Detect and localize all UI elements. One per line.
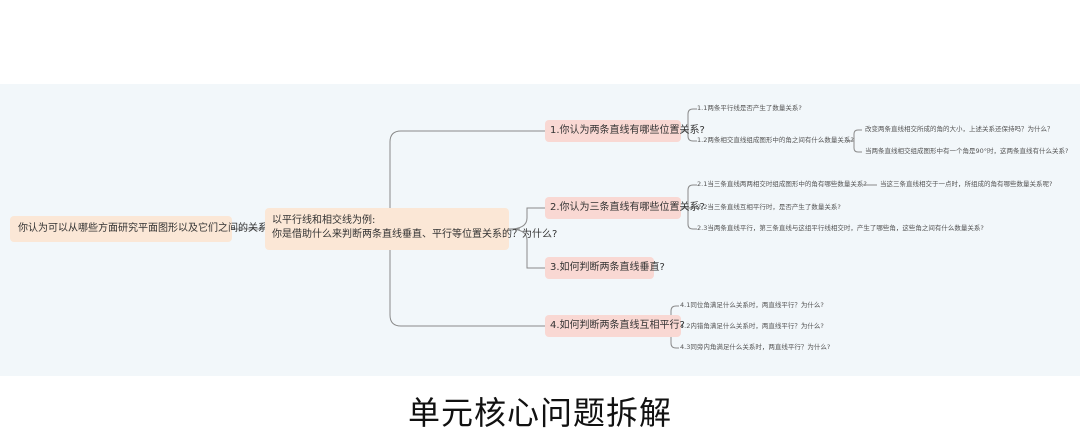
page-title: 单元核心问题拆解	[407, 394, 672, 432]
connector	[853, 141, 862, 153]
central-node-line: 以平行线和相交线为例:	[272, 215, 376, 226]
connector	[389, 130, 545, 208]
connector	[508, 207, 545, 230]
subtopic-node[interactable]: 4.2内错角满足什么关系时，两直线平行？为什么?	[680, 322, 824, 330]
topic-node[interactable]: 3.如何判断两条直线垂直?	[545, 257, 665, 279]
subtopic-node[interactable]: 1.2两条相交直线组成图形中的角之间有什么数量关系?	[697, 136, 854, 144]
subtopic-node[interactable]: 1.1两条平行线是否产生了数量关系?	[697, 104, 802, 112]
root-node[interactable]: 你认为可以从哪些方面研究平面图形以及它们之间的关系?	[10, 216, 273, 242]
connector	[389, 250, 545, 327]
subtopic-node[interactable]: 改变两条直线相交所成的角的大小，上述关系还保持吗？为什么？	[865, 125, 1054, 133]
central-node[interactable]: 以平行线和相交线为例: 你是借助什么来判断两条直线垂直、平行等位置关系的？为什么…	[265, 208, 558, 250]
subtopic-node[interactable]: 当这三条直线相交于一点时，所组成的角有哪些数量关系呢?	[880, 180, 1053, 188]
connector	[687, 131, 697, 142]
connector	[670, 326, 679, 349]
connector	[681, 184, 697, 209]
subtopic-node[interactable]: 2.2当三条直线互相平行时，是否产生了数量关系?	[697, 203, 841, 211]
topic-node[interactable]: 2.你认为三条直线有哪些位置关系?	[545, 197, 705, 219]
connector	[670, 305, 681, 327]
connector	[508, 228, 545, 269]
central-node-line: 你是借助什么来判断两条直线垂直、平行等位置关系的？为什么?	[272, 229, 558, 240]
subtopic-node[interactable]: 2.3当两条直线平行，第三条直线与这组平行线相交时，产生了哪些角，这些角之间有什…	[697, 224, 984, 232]
topic-node[interactable]: 1.你认为两条直线有哪些位置关系?	[545, 120, 705, 142]
connector	[681, 108, 697, 132]
connector	[687, 208, 697, 230]
subtopic-node[interactable]: 当两条直线相交组成图形中有一个角是90°时，这两条直线有什么关系?	[865, 147, 1069, 155]
topic-node[interactable]: 4.如何判断两条直线互相平行?	[545, 315, 685, 337]
connector	[847, 129, 862, 142]
subtopic-node[interactable]: 4.3同旁内角满足什么关系时，两直线平行？为什么?	[680, 343, 831, 351]
subtopic-node[interactable]: 4.1同位角满足什么关系时，两直线平行？为什么?	[680, 301, 824, 309]
subtopic-node[interactable]: 2.1当三条直线两两相交时组成图形中的角有哪些数量关系?	[697, 180, 867, 188]
